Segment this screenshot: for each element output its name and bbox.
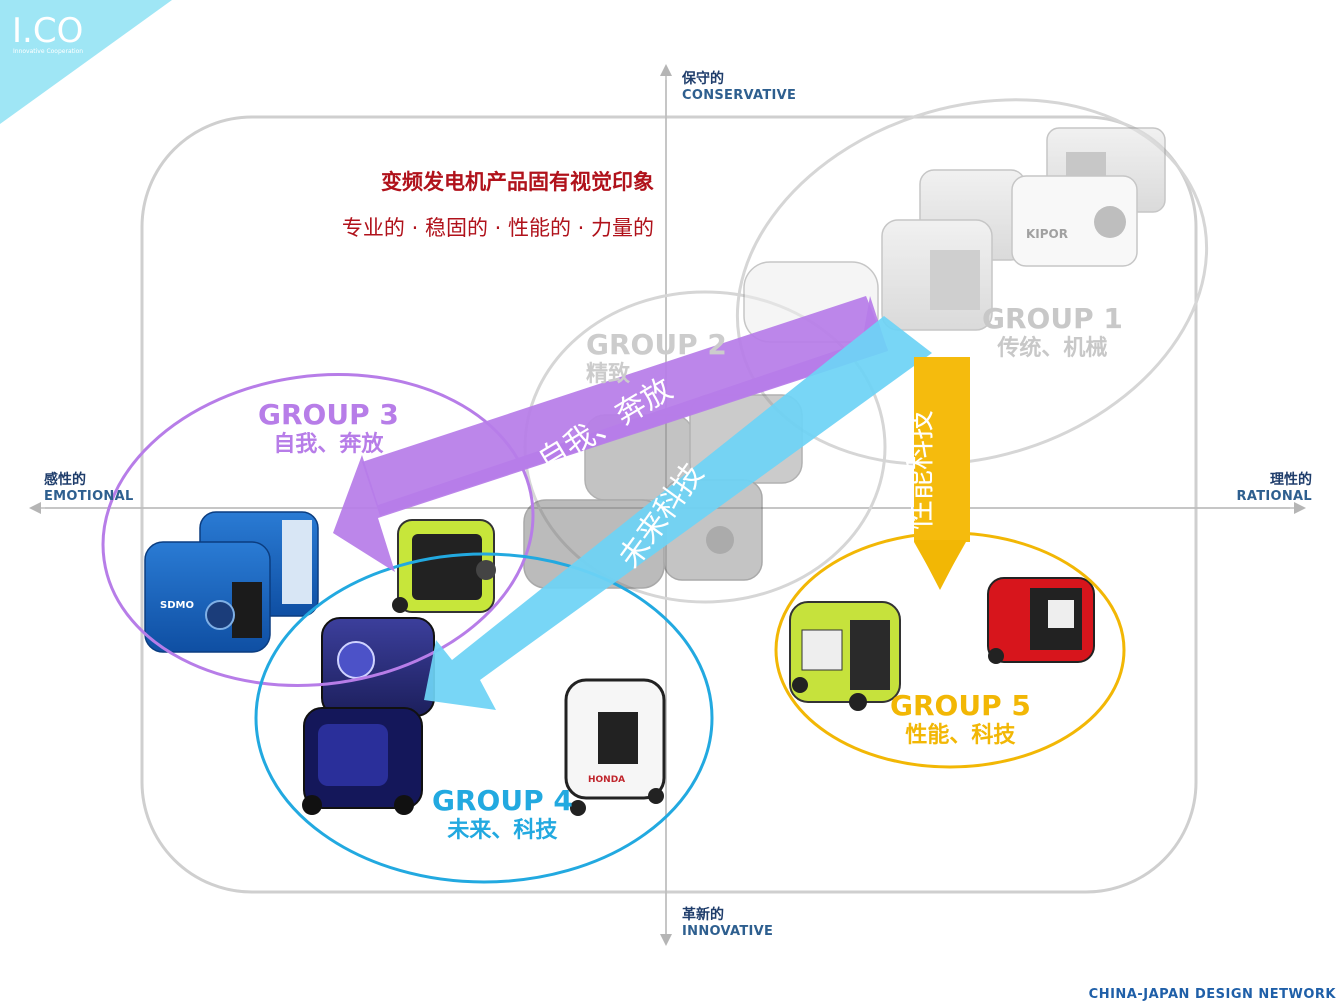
axis-bottom-label: 革新的 INNOVATIVE [682,904,773,939]
axis-left-cn: 感性的 [44,472,86,488]
axis-bottom-cn: 革新的 [682,907,724,923]
arrow-future-tech [424,316,932,710]
group-2-subtitle: 精致 [586,361,631,387]
headline: 变频发电机产品固有视觉印象 专业的 · 稳固的 · 性能的 · 力量的 [342,166,654,242]
group-3-title: GROUP 3 [258,398,399,431]
logo-subtitle: Innovative Cooperation [13,48,83,55]
group-1-label: GROUP 1 传统、机械 [982,302,1123,362]
group-1-products: KIPOR [743,127,1166,343]
group-5-title: GROUP 5 [890,689,1031,722]
axis-right-en: RATIONAL [1236,489,1312,504]
group-2-title: GROUP 2 [586,328,727,361]
group-1-title: GROUP 1 [982,302,1123,335]
group-4-title: GROUP 4 [432,784,573,817]
svg-text:KIPOR: KIPOR [1026,227,1068,241]
group-4-products: HONDA [302,617,666,816]
corner-logo: I.CO Innovative Cooperation [0,0,172,124]
group-4-label: GROUP 4 未来、科技 [432,784,573,844]
arrow-self-expression [333,296,888,572]
group-1-subtitle: 传统、机械 [997,335,1108,361]
headline-subtitle: 专业的 · 稳固的 · 性能的 · 力量的 [341,216,654,240]
axis-bottom-en: INNOVATIVE [682,924,774,939]
headline-title: 变频发电机产品固有视觉印象 [381,170,654,194]
group-3-products: SDMO [144,511,496,653]
footer-network: CHINA-JAPAN DESIGN NETWORK [1088,987,1336,1002]
axis-top-cn: 保守的 [682,71,724,87]
group-5-label: GROUP 5 性能、科技 [890,689,1031,749]
axis-left-label: 感性的 EMOTIONAL [44,469,134,504]
map-frame [140,115,1198,894]
group-3-label: GROUP 3 自我、奔放 [258,398,399,458]
group-5-products [789,577,1095,711]
group-2-label: GROUP 2 精致 [586,328,727,388]
arrow-performance-tech [914,357,970,590]
group-3-ellipse [101,373,535,687]
axis-right-label: 理性的 RATIONAL [1237,469,1312,504]
axis-top-label: 保守的 CONSERVATIVE [682,68,796,103]
axis-top-en: CONSERVATIVE [682,88,797,103]
group-4-subtitle: 未来、科技 [447,817,558,843]
svg-text:HONDA: HONDA [588,775,625,785]
logo-text: I.CO [12,11,83,51]
group-5-subtitle: 性能、科技 [905,722,1016,748]
axis-left-en: EMOTIONAL [44,489,134,504]
group-3-subtitle: 自我、奔放 [273,431,384,457]
axis-right-cn: 理性的 [1270,472,1312,488]
svg-text:SDMO: SDMO [160,600,194,611]
arrow-label-performance: 性能科技 [903,410,938,530]
group-4-ellipse [254,552,714,884]
